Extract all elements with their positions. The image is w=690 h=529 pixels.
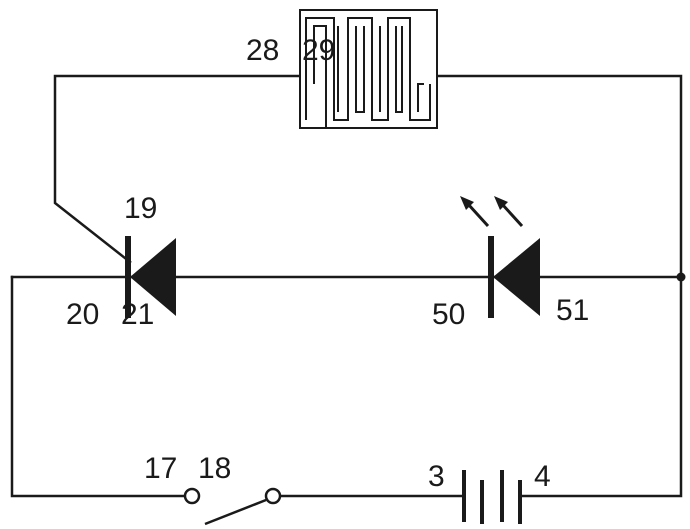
wire-left-bottom — [10, 275, 187, 498]
label-50: 50 — [432, 298, 465, 331]
led-emission-arrow-icon — [460, 196, 524, 228]
battery-icon — [462, 470, 522, 524]
label-19: 19 — [124, 192, 157, 225]
label-18: 18 — [198, 452, 231, 485]
wire-battery-right — [520, 275, 683, 498]
label-21: 21 — [121, 298, 154, 331]
led-icon — [460, 196, 540, 318]
led-triangle — [493, 238, 540, 316]
meander-trace-inner — [313, 25, 424, 128]
label-20: 20 — [66, 298, 99, 331]
switch-terminal-right — [264, 487, 282, 505]
label-28: 28 — [246, 34, 279, 67]
switch-lever — [204, 498, 267, 526]
switch-terminal-left — [183, 487, 201, 505]
diode-triangle — [130, 238, 176, 316]
label-51: 51 — [556, 294, 589, 327]
junction-dot — [676, 272, 686, 282]
label-3: 3 — [428, 460, 445, 493]
switch-icon — [183, 487, 282, 526]
label-4: 4 — [534, 460, 551, 493]
wires — [10, 74, 683, 498]
meander-trace-outer — [305, 17, 431, 121]
label-29: 29 — [302, 34, 335, 67]
meander-sensor-icon — [299, 9, 438, 129]
wire-top-left — [53, 74, 302, 264]
reference-labels: 28 29 19 20 21 50 51 17 18 3 4 — [66, 34, 589, 493]
diode-icon — [125, 236, 176, 318]
wire-top-right — [435, 74, 683, 279]
label-17: 17 — [144, 452, 177, 485]
